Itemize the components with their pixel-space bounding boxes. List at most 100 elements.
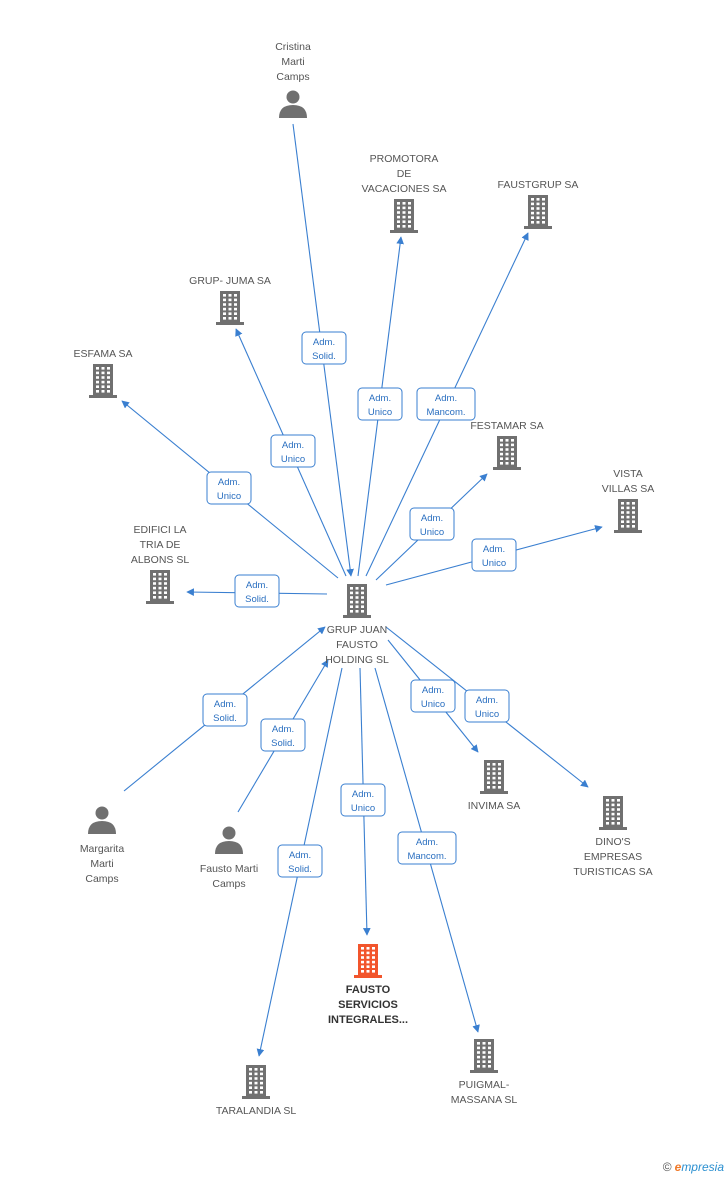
edge-label-text: Unico xyxy=(281,454,305,465)
node-label: MASSANA SL xyxy=(451,1094,518,1106)
edge-label: Adm.Solid. xyxy=(260,718,306,752)
node-label: INTEGRALES... xyxy=(328,1014,408,1026)
edge-label-text: Solid. xyxy=(245,594,269,605)
edge-label-text: Adm. xyxy=(416,837,438,848)
edge-label-text: Unico xyxy=(217,491,241,502)
node-puigmal[interactable]: PUIGMAL-MASSANA SL xyxy=(451,1037,518,1106)
node-label: Camps xyxy=(85,873,118,885)
node-festamar[interactable]: FESTAMAR SA xyxy=(470,420,544,472)
edge-label-box xyxy=(409,507,455,541)
building-icon xyxy=(216,291,244,325)
node-label: HOLDING SL xyxy=(325,654,389,666)
building-icon xyxy=(390,199,418,233)
edge-label-text: Adm. xyxy=(214,699,236,710)
node-label: PROMOTORA xyxy=(370,153,439,165)
edge-label-box xyxy=(340,783,386,817)
edge-label-text: Solid. xyxy=(271,738,295,749)
node-label: VILLAS SA xyxy=(602,483,655,495)
edge-label-box xyxy=(397,831,457,865)
node-dinos[interactable]: DINO'S EMPRESAS TURISTICAS SA xyxy=(573,794,653,878)
person-icon xyxy=(88,806,116,834)
edge-label: Adm. Unico xyxy=(410,679,456,713)
edge-label-box xyxy=(357,387,403,421)
copyright-watermark: ©empresia xyxy=(663,1160,724,1174)
edge-label-text: Adm. xyxy=(476,695,498,706)
edge-label: Adm. Unico xyxy=(270,434,316,468)
node-label: DINO'S xyxy=(595,836,630,848)
edge-label-text: Adm. xyxy=(422,685,444,696)
edge-label: Adm. Unico xyxy=(409,507,455,541)
building-icon xyxy=(343,584,371,618)
edge-label-text: Adm. xyxy=(421,513,443,524)
edge-label-box xyxy=(260,718,306,752)
node-label: VACACIONES SA xyxy=(362,183,447,195)
edge-label-text: Mancom. xyxy=(407,851,446,862)
node-fausto-serv[interactable]: FAUSTO SERVICIOS INTEGRALES... xyxy=(328,942,408,1026)
edge-label-box xyxy=(410,679,456,713)
edge-label-text: Adm. xyxy=(313,337,335,348)
building-icon xyxy=(242,1065,270,1099)
node-invima[interactable]: INVIMA SA xyxy=(468,758,521,812)
node-label: TURISTICAS SA xyxy=(573,866,652,878)
edge-label-text: Unico xyxy=(368,407,392,418)
node-label: GRUP- JUMA SA xyxy=(189,275,271,287)
node-taralandia[interactable]: TARALANDIA SL xyxy=(216,1063,296,1117)
node-label: SERVICIOS xyxy=(338,999,398,1011)
edge-label-text: Adm. xyxy=(289,850,311,861)
building-icon xyxy=(524,195,552,229)
edge-label-box xyxy=(206,471,252,505)
edge-label-text: Adm. xyxy=(246,580,268,591)
edge-label-text: Solid. xyxy=(288,864,312,875)
edge-label-box xyxy=(464,689,510,723)
edge-label-box xyxy=(270,434,316,468)
edge-label: Adm. Solid. xyxy=(202,693,248,727)
edge-label: Adm.Unico xyxy=(340,783,386,817)
node-label: EDIFICI LA xyxy=(133,524,186,536)
edge-label-box xyxy=(471,538,517,572)
edge-label-box xyxy=(277,844,323,878)
building-icon xyxy=(493,436,521,470)
edge-label-text: Solid. xyxy=(213,713,237,724)
edge-label: Adm. Solid. xyxy=(234,574,280,608)
node-label: FESTAMAR SA xyxy=(470,420,543,432)
edge-label-box xyxy=(301,331,347,365)
building-icon xyxy=(354,944,382,978)
edge-label: Adm. Solid. xyxy=(301,331,347,365)
edge-label-text: Mancom. xyxy=(426,407,465,418)
edge-label-text: Unico xyxy=(421,699,445,710)
edge-label: Adm. Unico xyxy=(464,689,510,723)
node-label: Margarita xyxy=(80,843,125,855)
edge-label: Adm. Mancom. xyxy=(416,387,476,421)
edge-label-text: Solid. xyxy=(312,351,336,362)
edge-label: Adm. Mancom. xyxy=(397,831,457,865)
edge-label-text: Unico xyxy=(420,527,444,538)
node-label: EMPRESAS xyxy=(584,851,642,863)
node-label: Marti xyxy=(90,858,113,870)
node-esfama[interactable]: ESFAMA SA xyxy=(74,348,133,400)
edge-label-text: Adm. xyxy=(369,393,391,404)
node-label: FAUSTO xyxy=(346,984,391,996)
edge-label-text: Unico xyxy=(475,709,499,720)
edge-label: Adm. Solid. xyxy=(277,844,323,878)
node-grup-juma[interactable]: GRUP- JUMA SA xyxy=(189,275,271,327)
edge-label-text: Adm. xyxy=(435,393,457,404)
brand-name: mpresia xyxy=(681,1160,724,1174)
edge-label-text: Adm. xyxy=(483,544,505,555)
node-label: INVIMA SA xyxy=(468,800,521,812)
node-label: Camps xyxy=(212,878,245,890)
copyright-symbol: © xyxy=(662,1160,672,1174)
node-label: GRUP JUAN xyxy=(327,624,387,636)
node-label: ESFAMA SA xyxy=(74,348,133,360)
edge-label-text: Adm. xyxy=(282,440,304,451)
node-faustgrup[interactable]: FAUSTGRUP SA xyxy=(498,179,579,231)
node-label: TARALANDIA SL xyxy=(216,1105,296,1117)
node-label: TRIA DE xyxy=(140,539,181,551)
